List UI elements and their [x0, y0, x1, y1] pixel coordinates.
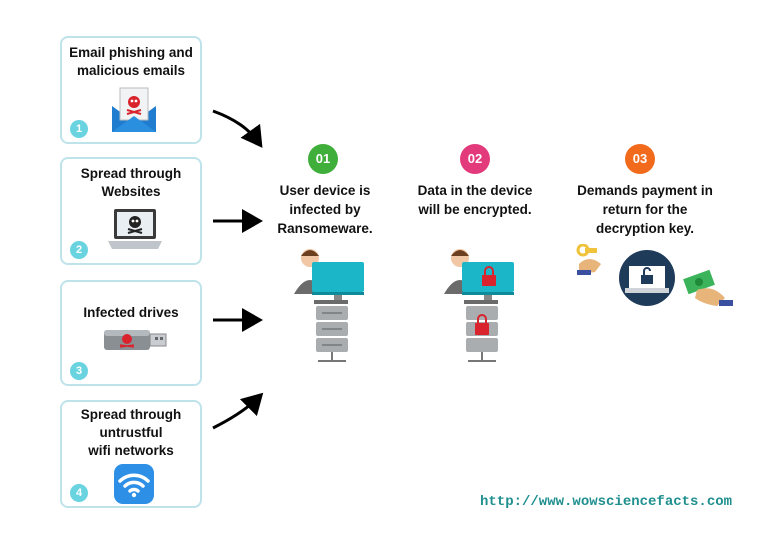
step-circle-03: 03 [625, 144, 655, 174]
source-title: Spread through untrustful wifi networks [80, 407, 182, 458]
arrow-1 [212, 109, 263, 148]
step-circle-02: 02 [460, 144, 490, 174]
ransom-payment-illustration [576, 244, 733, 306]
source-card-email: Email phishing and malicious emails 1 [60, 36, 202, 144]
step-badge: 1 [70, 120, 88, 138]
footer-url[interactable]: http://www.wowsciencefacts.com [480, 494, 733, 510]
step-text-02: Data in the device will be encrypted. [417, 183, 533, 217]
source-card-websites: Spread through Websites 2 [60, 157, 202, 265]
step-text-01: User device is infected by Ransomeware. [277, 183, 373, 236]
email-skull-icon [112, 87, 156, 132]
usb-skull-icon [104, 330, 167, 350]
money-hand-icon [683, 269, 733, 306]
encrypted-data-illustration [444, 249, 514, 362]
key-hand-icon [576, 244, 601, 275]
arrow-4 [212, 392, 264, 430]
locked-laptop-icon [619, 250, 675, 306]
step-text-03: Demands payment in return for the decryp… [577, 183, 713, 236]
source-card-drives: Infected drives 3 [60, 280, 202, 386]
step-badge: 4 [70, 484, 88, 502]
step-badge: 3 [70, 362, 88, 380]
wifi-icon [114, 464, 154, 504]
arrows [212, 109, 264, 430]
source-title: Email phishing and malicious emails [69, 45, 193, 78]
source-card-wifi: Spread through untrustful wifi networks … [60, 400, 202, 508]
step-badge: 2 [70, 241, 88, 259]
source-title: Spread through Websites [80, 166, 182, 199]
infected-user-illustration [294, 249, 364, 362]
laptop-skull-icon [108, 209, 162, 249]
source-title: Infected drives [83, 305, 179, 320]
step-circle-01: 01 [308, 144, 338, 174]
